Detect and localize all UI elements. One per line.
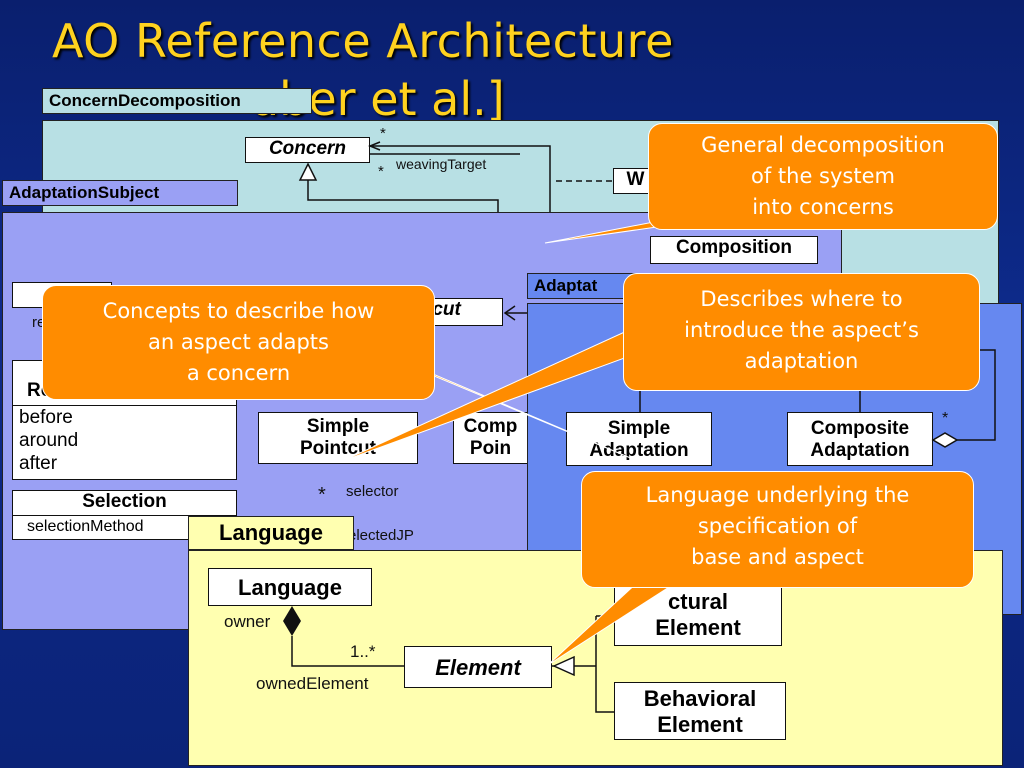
- enum-around: around: [19, 430, 79, 451]
- class-element: Element: [404, 646, 552, 688]
- assoc-language-element: [291, 636, 404, 667]
- package-tab-language: Language: [188, 516, 354, 550]
- gen-concern: [307, 180, 499, 212]
- structural-line2: Element: [655, 615, 741, 640]
- diamond-language: [283, 606, 301, 636]
- label-owned-element: ownedElement: [256, 674, 369, 693]
- class-composite-adaptation: Composite Adaptation: [787, 412, 933, 466]
- callout-language: Language underlying the specification of…: [581, 471, 974, 588]
- class-selection: Selection selectionMethod: [12, 490, 237, 540]
- class-simple-adaptation: Simple Adaptation: [566, 412, 712, 466]
- class-composite-pointcut: Comp Poin: [453, 412, 528, 464]
- callout-1-line2: of the system: [751, 164, 895, 188]
- class-behavioral-element: Behavioral Element: [614, 682, 786, 740]
- label-star-comp: *: [942, 410, 949, 427]
- enum-before: before: [19, 407, 73, 428]
- selection-method: selectionMethod: [13, 515, 236, 538]
- callout-2-line2: an aspect adapts: [148, 330, 329, 354]
- label-selected-jp: electedJP: [348, 527, 414, 544]
- package-tab-concern: ConcernDecomposition: [42, 88, 312, 114]
- composite-adaptation-line2: Adaptation: [810, 440, 910, 461]
- gen-triangle-element: [552, 655, 575, 677]
- slide-title: AO Reference Architecture: [52, 14, 674, 68]
- callout-concern-decomposition: General decomposition of the system into…: [648, 123, 998, 230]
- label-multiplicity: 1..*: [350, 642, 376, 661]
- label-weaving-target: weavingTarget: [395, 156, 486, 172]
- diamond-composite: [931, 432, 959, 448]
- package-tab-subject: AdaptationSubject: [2, 180, 238, 206]
- class-composition: Composition: [650, 236, 818, 264]
- arrow-pointcut: [503, 305, 516, 321]
- label-owner: owner: [224, 612, 271, 631]
- callout-adaptation-subject: Describes where to introduce the aspect’…: [623, 273, 980, 391]
- callout-4-line1: Language underlying the: [645, 483, 910, 507]
- gen-adaptation: [639, 389, 861, 412]
- gen-triangle-concern: [298, 162, 318, 181]
- class-structural-element: ctural Element: [614, 582, 782, 646]
- callout-4-line3: base and aspect: [691, 545, 864, 569]
- simple-adaptation-line2: Adaptation: [589, 440, 689, 461]
- callout-adaptation-kind: Concepts to describe how an aspect adapt…: [42, 285, 435, 400]
- assoc-concern-top: [370, 145, 551, 212]
- behavioral-line1: Behavioral: [643, 686, 757, 711]
- simple-pointcut-line1: Simple: [306, 416, 370, 437]
- callout-1-line3: into concerns: [752, 195, 894, 219]
- label-star-selector: *: [318, 484, 326, 506]
- pointer-c4: [547, 579, 682, 666]
- callout-3-line2: introduce the aspect’s: [684, 318, 919, 342]
- arrow-concern: [367, 141, 381, 151]
- gen-bus: [595, 616, 614, 713]
- comp-pointcut-line2: Poin: [469, 438, 512, 459]
- behavioral-line2: Element: [657, 712, 743, 737]
- callout-4-line2: specification of: [697, 514, 858, 538]
- callout-2-line1: Concepts to describe how: [102, 299, 375, 323]
- class-language: Language: [208, 568, 372, 606]
- label-star-2: *: [378, 163, 384, 180]
- callout-2-line3: a concern: [186, 361, 291, 385]
- composite-adaptation-line1: Composite: [810, 418, 910, 439]
- callout-1-line1: General decomposition: [701, 133, 945, 157]
- callout-3-line3: adaptation: [744, 349, 859, 373]
- callout-3-line1: Describes where to: [700, 287, 903, 311]
- class-concern: Concern: [245, 137, 370, 163]
- selection-title: Selection: [82, 491, 167, 512]
- label-selector: selector: [346, 483, 399, 500]
- enum-after: after: [19, 453, 58, 474]
- comp-pointcut-line1: Comp: [463, 416, 518, 437]
- structural-line1: ctural: [668, 589, 728, 614]
- simple-adaptation-line1: Simple: [607, 418, 671, 439]
- label-star-1: *: [380, 125, 386, 142]
